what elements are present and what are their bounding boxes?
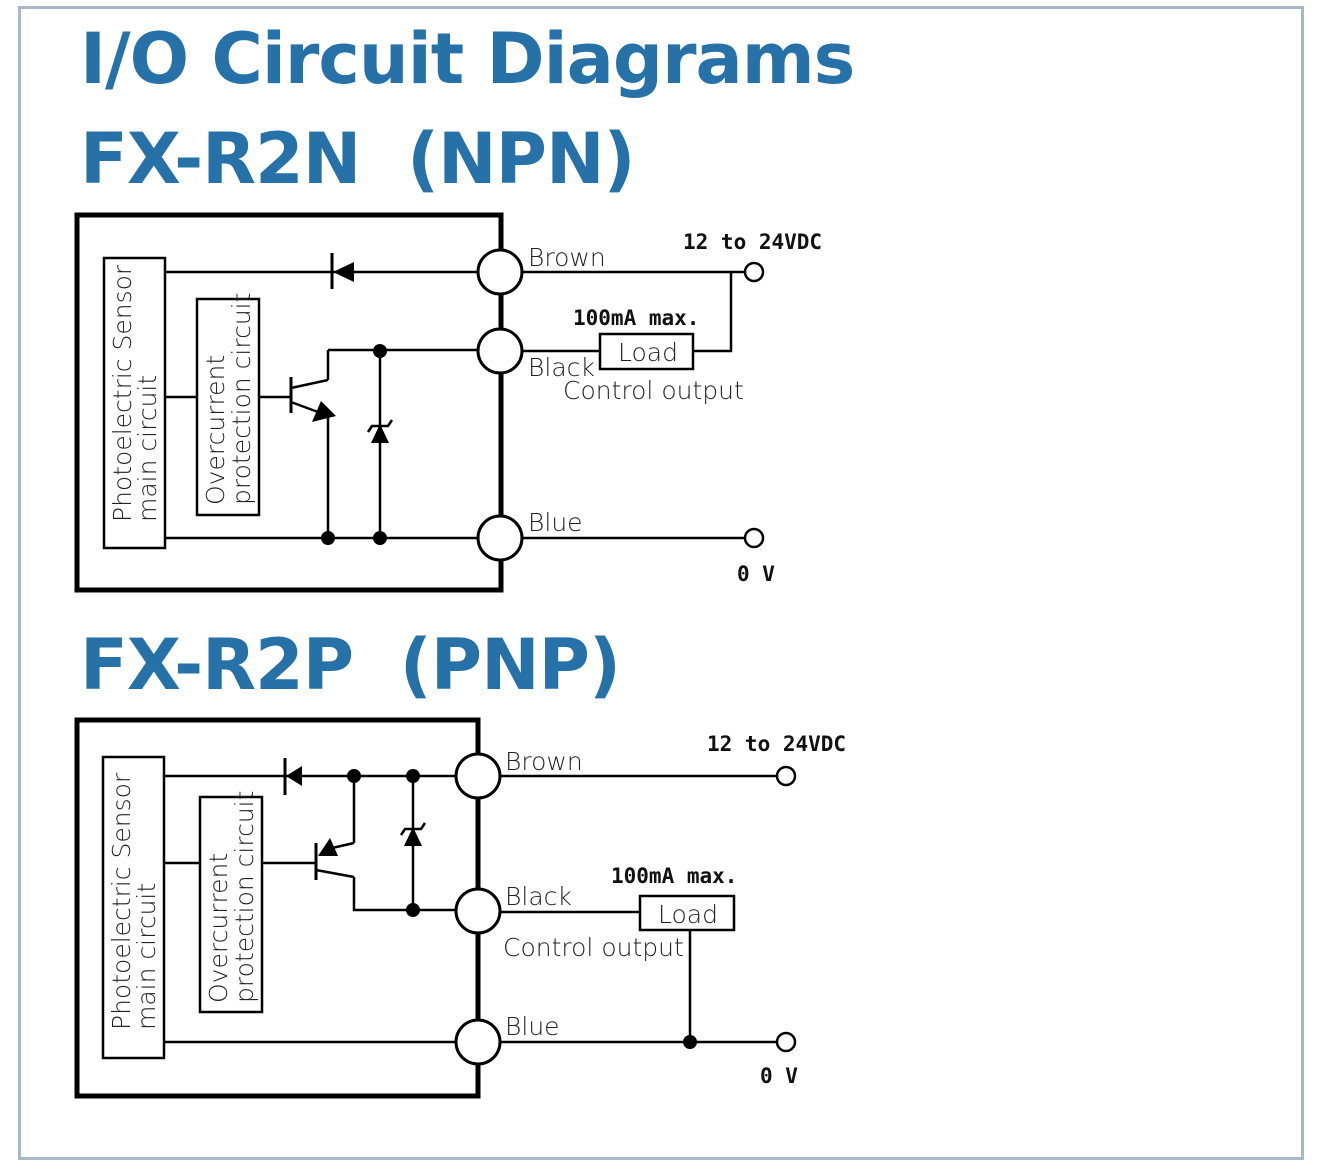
- npn-heading: FX-R2N (NPN): [80, 118, 636, 200]
- pnp-brown-wire-label: Brown: [505, 747, 583, 776]
- npn-black-wire-label: Black: [528, 353, 595, 382]
- npn-load-return-wire: [693, 272, 733, 353]
- npn-protection-label-2: protection circuit: [227, 293, 256, 505]
- pnp-protection-label-2: protection circuit: [230, 791, 259, 1003]
- pnp-junction-dot: [406, 769, 420, 783]
- npn-main-circuit-block: [102, 256, 167, 550]
- pnp-protection-block: [198, 795, 264, 1014]
- pnp-heading: FX-R2P (PNP): [80, 624, 621, 706]
- page-title: I/O Circuit Diagrams: [80, 18, 855, 100]
- pnp-blue-terminal: [454, 1018, 502, 1066]
- npn-circuit: [74, 212, 765, 593]
- npn-main-circuit-label: Photoelectric Sensor: [108, 264, 137, 522]
- npn-blue-wire-label: Blue: [528, 508, 583, 537]
- pnp-main-circuit-label: Photoelectric Sensor: [107, 772, 136, 1030]
- pnp-circuit: [74, 717, 797, 1099]
- pnp-main-circuit-block: [101, 755, 166, 1060]
- npn-zener-diode-icon: [366, 350, 394, 538]
- npn-current-label: 100mA max.: [573, 306, 699, 330]
- npn-supply-terminal: [743, 261, 765, 283]
- pnp-junction-dot: [683, 1035, 697, 1049]
- pnp-black-wire-label: Black: [505, 882, 572, 911]
- npn-load-box: [598, 332, 695, 371]
- pnp-black-terminal: [454, 887, 502, 935]
- npn-main-circuit-label-2: main circuit: [133, 375, 162, 522]
- npn-ground-terminal: [743, 527, 765, 549]
- npn-ground-label: 0 V: [737, 562, 775, 586]
- npn-brown-wire-label: Brown: [528, 243, 606, 272]
- pnp-reverse-diode-icon: [283, 758, 302, 795]
- pnp-current-label: 100mA max.: [611, 864, 737, 888]
- npn-brown-terminal: [476, 248, 524, 296]
- npn-reverse-diode-icon: [330, 253, 354, 289]
- pnp-load-label: Load: [658, 900, 718, 929]
- npn-output-label: Control output: [563, 376, 744, 405]
- pnp-zener-diode-icon: [399, 776, 427, 910]
- pnp-supply-terminal: [775, 765, 797, 787]
- pnp-output-label: Control output: [503, 933, 684, 962]
- pnp-blue-wire-label: Blue: [505, 1012, 560, 1041]
- pnp-junction-dot: [347, 769, 361, 783]
- npn-load-label: Load: [618, 338, 678, 367]
- npn-supply-label: 12 to 24VDC: [683, 230, 822, 254]
- pnp-protection-label: Overcurrent: [204, 853, 233, 1003]
- pnp-ground-label: 0 V: [760, 1064, 798, 1088]
- npn-junction-dot: [321, 531, 335, 545]
- pnp-transistor-icon: [314, 776, 456, 912]
- npn-junction-dot: [373, 344, 387, 358]
- pnp-load-box: [638, 894, 736, 932]
- pnp-ground-terminal: [775, 1031, 797, 1053]
- pnp-brown-terminal: [454, 752, 502, 800]
- pnp-main-circuit-label-2: main circuit: [132, 883, 161, 1030]
- npn-protection-label: Overcurrent: [201, 355, 230, 505]
- npn-protection-block: [195, 297, 261, 517]
- npn-junction-dot: [373, 531, 387, 545]
- npn-sensor-enclosure: [74, 212, 504, 593]
- pnp-supply-label: 12 to 24VDC: [707, 732, 846, 756]
- npn-blue-terminal: [476, 514, 524, 562]
- pnp-junction-dot: [406, 903, 420, 917]
- npn-black-terminal: [476, 327, 524, 375]
- npn-transistor-icon: [289, 350, 336, 538]
